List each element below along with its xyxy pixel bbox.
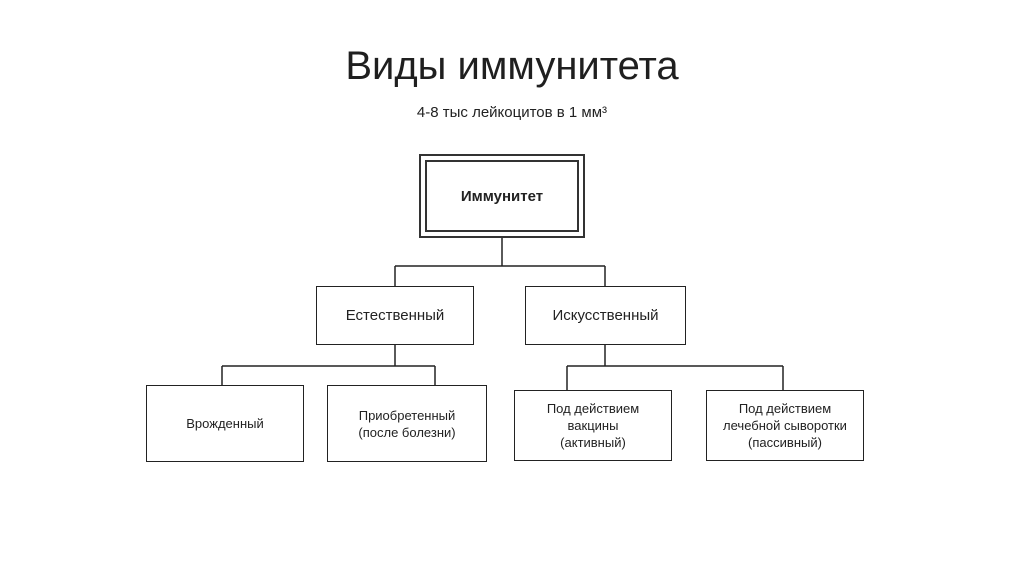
slide-subtitle: 4-8 тыс лейкоцитов в 1 мм³ [416, 104, 608, 121]
acquired-immunity-label: Приобретенный (после болезни) [358, 407, 456, 440]
natural-immunity-box: Естественный [316, 286, 474, 345]
immunity-root-label: Иммунитет [425, 160, 579, 232]
artificial-immunity-box: Искусственный [525, 286, 686, 345]
acquired-immunity-box: Приобретенный (после болезни) [327, 385, 487, 462]
innate-immunity-label: Врожденный [186, 416, 264, 431]
slide-title: Виды иммунитета [345, 44, 679, 88]
vaccine-immunity-label: Под действием вакцины (активный) [546, 401, 640, 450]
natural-immunity-label: Естественный [345, 307, 445, 324]
serum-immunity-box: Под действием лечебной сыворотки (пассив… [706, 390, 864, 461]
serum-immunity-label: Под действием лечебной сыворотки (пассив… [723, 401, 847, 450]
artificial-immunity-label: Искусственный [552, 307, 659, 324]
vaccine-immunity-box: Под действием вакцины (активный) [514, 390, 672, 461]
immunity-root-box: Иммунитет [419, 154, 585, 238]
innate-immunity-box: Врожденный [146, 385, 304, 462]
